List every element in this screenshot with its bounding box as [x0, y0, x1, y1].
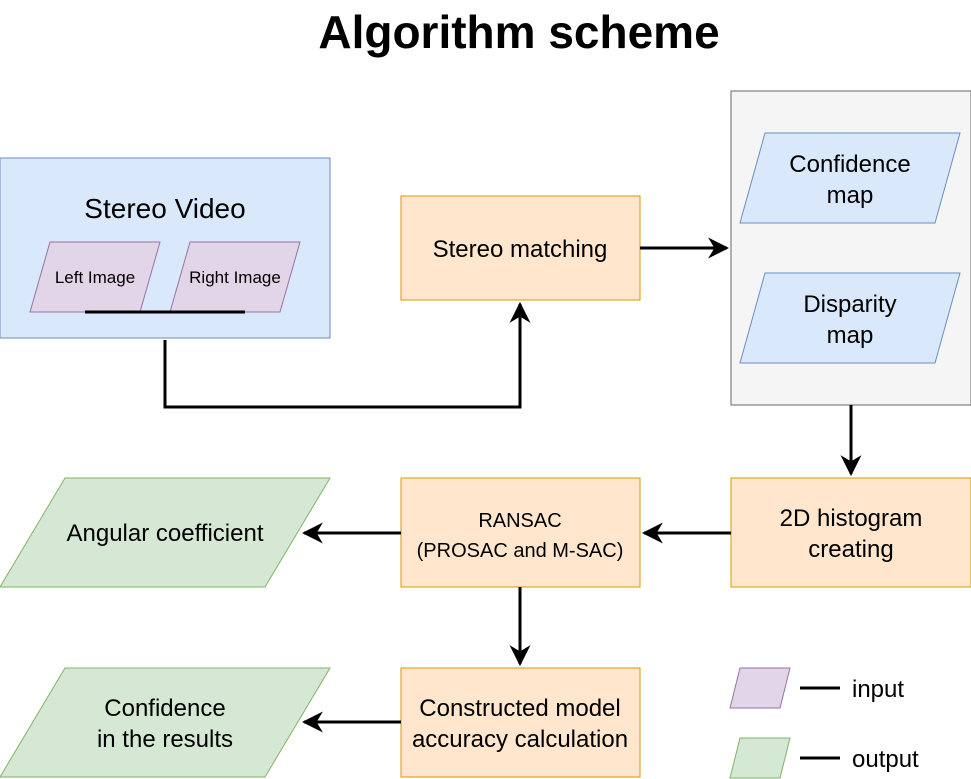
ransac-box	[400, 477, 641, 588]
angular-coefficient-shape	[0, 477, 331, 588]
left-image-label: Left Image	[55, 268, 135, 287]
disparity-map-shape	[739, 272, 961, 364]
angular-coefficient-label: Angular coefficient	[66, 520, 263, 547]
histogram-box	[730, 477, 971, 588]
histogram-label-1: 2D histogram	[780, 505, 923, 532]
accuracy-box	[400, 667, 641, 778]
disparity-map-label-2: map	[827, 322, 874, 349]
legend-output-swatch	[729, 737, 791, 779]
stereo-video-label: Stereo Video	[84, 193, 245, 224]
confidence-results-label-1: Confidence	[104, 695, 225, 722]
confidence-results-label-2: in the results	[97, 726, 233, 753]
disparity-map-label-1: Disparity	[803, 291, 896, 318]
arrow-video-to-matching	[163, 301, 531, 409]
diagram-title: Algorithm scheme	[318, 6, 719, 58]
right-image-shape	[169, 241, 301, 313]
confidence-map-shape	[739, 132, 961, 224]
accuracy-label-2: accuracy calculation	[412, 726, 628, 753]
legend-output-label: output	[852, 746, 919, 773]
confidence-map-label-2: map	[827, 182, 874, 209]
legend-input-label: input	[852, 676, 904, 703]
right-image-label: Right Image	[189, 268, 281, 287]
histogram-label-2: creating	[808, 536, 893, 563]
confidence-results-shape	[0, 667, 331, 778]
ransac-label-2: (PROSAC and M-SAC)	[417, 540, 624, 562]
accuracy-label-1: Constructed model	[419, 695, 620, 722]
confidence-map-label-1: Confidence	[789, 151, 910, 178]
ransac-label-1: RANSAC	[478, 510, 561, 532]
legend-input-swatch	[729, 667, 791, 709]
stereo-matching-label: Stereo matching	[433, 236, 608, 263]
